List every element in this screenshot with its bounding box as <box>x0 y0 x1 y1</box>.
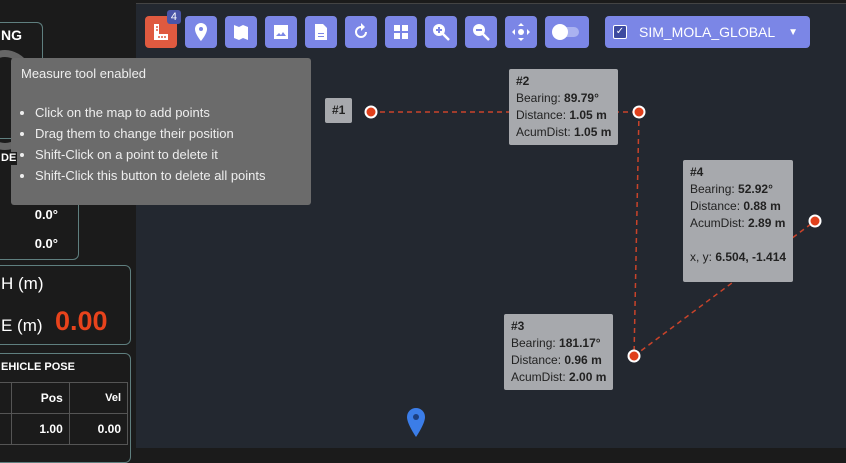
vehicle-pose-title: EHICLE POSE <box>1 361 75 373</box>
pos-header: Pos <box>10 382 70 414</box>
image-button[interactable] <box>265 16 297 48</box>
vehicle-marker-icon[interactable] <box>406 408 426 438</box>
segment-2-3 <box>633 111 640 357</box>
depth-label: H (m) <box>1 274 44 293</box>
tooltip-item: Shift-Click this button to delete all po… <box>35 165 301 186</box>
pan-icon <box>512 23 530 41</box>
vel-header: Vel <box>68 382 129 414</box>
layer-select-label: SIM_MOLA_GLOBAL <box>639 24 776 40</box>
measure-lines <box>371 111 816 357</box>
refresh-button[interactable] <box>345 16 377 48</box>
pos-value: 1.00 <box>10 413 70 445</box>
measure-point-3[interactable] <box>627 349 641 363</box>
map-view[interactable]: 4 ✓ SIM_MOLA_GLOBAL ▼ #1 #2 Bearing: 89.… <box>136 3 846 448</box>
measure-point-2[interactable] <box>632 105 646 119</box>
toggle-button[interactable] <box>545 16 589 48</box>
measure-button[interactable]: 4 <box>145 10 181 48</box>
roll-value: 0.0° <box>34 207 58 222</box>
document-icon <box>315 24 327 40</box>
tooltip-item: Click on the map to add points <box>35 102 301 123</box>
ruler-icon <box>154 24 168 40</box>
marker-icon <box>195 23 207 41</box>
layer-checkbox[interactable]: ✓ <box>613 25 627 39</box>
toggle-icon <box>552 24 579 40</box>
document-button[interactable] <box>305 16 337 48</box>
grid-button[interactable] <box>385 16 417 48</box>
refresh-icon <box>355 23 367 38</box>
distance-label: E (m) <box>1 316 43 335</box>
measure-count-badge: 4 <box>166 10 181 24</box>
image-icon <box>274 25 288 39</box>
distance-value: 0.00 <box>55 306 108 336</box>
measure-point-1[interactable] <box>364 105 378 119</box>
tooltip-item: Drag them to change their position <box>35 123 301 144</box>
pitch-value: 0.0° <box>34 236 58 251</box>
zoom-in-button[interactable] <box>425 16 457 48</box>
map-icon <box>234 25 248 40</box>
point-label-2: #2 Bearing: 89.79° Distance: 1.05 m Acum… <box>509 69 619 145</box>
map-button[interactable] <box>225 16 257 48</box>
zoom-out-button[interactable] <box>465 16 497 48</box>
vel-value: 0.00 <box>68 413 129 445</box>
point-label-1: #1 <box>325 98 353 123</box>
grid-icon <box>394 25 408 39</box>
layer-select[interactable]: ✓ SIM_MOLA_GLOBAL ▼ <box>605 16 810 48</box>
point-label-3: #3 Bearing: 181.17° Distance: 0.96 m Acu… <box>504 314 614 390</box>
zoom-out-icon <box>473 24 490 41</box>
measure-point-4[interactable] <box>808 214 822 228</box>
tooltip-item: Shift-Click on a point to delete it <box>35 144 301 165</box>
tooltip-title: Measure tool enabled <box>21 66 147 81</box>
segment-3-4 <box>633 220 816 357</box>
zoom-in-icon <box>433 24 450 41</box>
orientation-label: DE <box>1 152 18 165</box>
pan-button[interactable] <box>505 16 537 48</box>
heading-title: NG <box>1 27 22 43</box>
marker-button[interactable] <box>185 16 217 48</box>
depth-panel: H (m) E (m) 0.00 <box>0 265 131 345</box>
chevron-down-icon: ▼ <box>788 26 798 38</box>
point-label-4: #4 Bearing: 52.92° Distance: 0.88 m Acum… <box>683 160 794 282</box>
measure-tooltip: Measure tool enabled Click on the map to… <box>11 58 311 205</box>
